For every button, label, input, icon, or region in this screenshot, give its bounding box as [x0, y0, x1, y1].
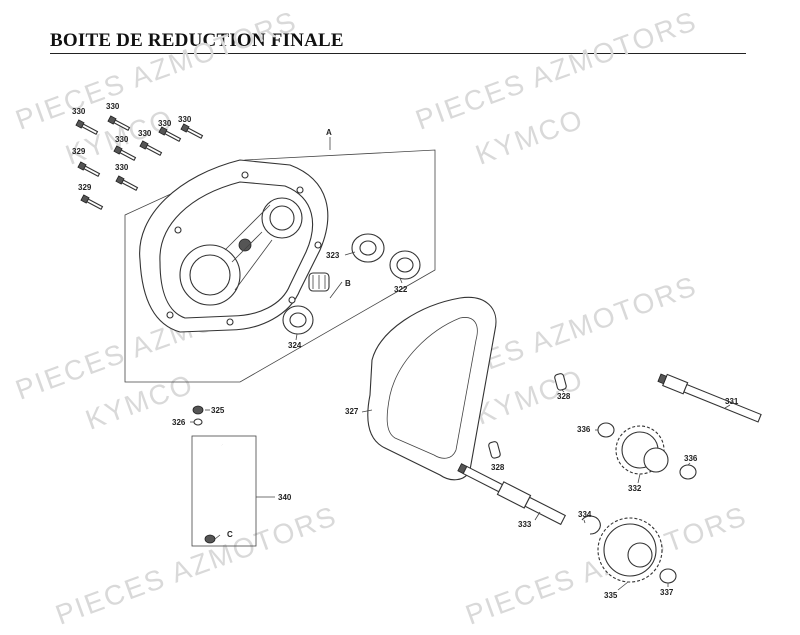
- bolt-329: [80, 194, 104, 210]
- breather-box: [191, 435, 257, 547]
- callout-b: B: [345, 279, 351, 288]
- callout-324: 324: [288, 341, 302, 350]
- bolt-330: [107, 115, 131, 131]
- callout-330: 330: [158, 119, 172, 128]
- callout-336: 336: [577, 425, 591, 434]
- callout-335: 335: [604, 591, 618, 600]
- title-rule: [50, 53, 746, 54]
- callout-330: 330: [72, 107, 86, 116]
- callout-331: 331: [725, 397, 739, 406]
- bolt-330: [115, 175, 139, 191]
- shaft-331: [657, 373, 762, 423]
- gearbox-cover: [139, 159, 329, 333]
- bolt-330: [113, 145, 137, 161]
- leader-lines: [190, 251, 731, 591]
- gasket-327: [367, 296, 497, 481]
- callout-340: 340: [278, 493, 292, 502]
- bearing-323: [351, 233, 385, 263]
- dowel-pin-328: [554, 373, 567, 391]
- washer-336: [597, 422, 615, 438]
- watermark-text: PIECES AZMOTORS: [51, 500, 341, 631]
- clip-c: [204, 534, 216, 544]
- callout-328: 328: [491, 463, 505, 472]
- bolt-group: [75, 115, 204, 210]
- bearing-324: [282, 305, 314, 335]
- callout-330: 330: [115, 135, 129, 144]
- callout-332: 332: [628, 484, 642, 493]
- plug-326: [193, 418, 203, 426]
- callout-333: 333: [518, 520, 532, 529]
- callout-329: 329: [78, 183, 92, 192]
- gear-332: [615, 425, 669, 475]
- bolt-330: [158, 126, 182, 142]
- circlip-334: [581, 515, 601, 535]
- gasket-inner-edge: [386, 317, 478, 459]
- gear-335: [597, 517, 663, 583]
- callout-326: 326: [172, 418, 186, 427]
- bolt-330: [180, 123, 204, 139]
- washer-337: [659, 568, 677, 584]
- callout-330: 330: [106, 102, 120, 111]
- bearing-322: [389, 250, 421, 280]
- callout-328: 328: [557, 392, 571, 401]
- callout-322: 322: [394, 285, 408, 294]
- bolt-330: [75, 119, 99, 135]
- dowel-pin-328: [488, 441, 501, 459]
- washer-336: [679, 464, 697, 480]
- callout-323: 323: [326, 251, 340, 260]
- clamp-325: [192, 405, 204, 415]
- callout-334: 334: [578, 510, 592, 519]
- watermark-text: KYMCO: [471, 103, 587, 171]
- callout-330: 330: [178, 115, 192, 124]
- callout-329: 329: [72, 147, 86, 156]
- callout-a: A: [326, 128, 332, 137]
- bolt-329: [77, 161, 101, 177]
- callout-c: C: [227, 530, 233, 539]
- callout-327: 327: [345, 407, 359, 416]
- callout-330: 330: [115, 163, 129, 172]
- bolt-330: [139, 140, 163, 156]
- callout-325: 325: [211, 406, 225, 415]
- breather-hose-inner: [204, 444, 231, 536]
- diagram-title: BOITE DE REDUCTION FINALE: [50, 30, 344, 51]
- callout-330: 330: [138, 129, 152, 138]
- callout-336: 336: [684, 454, 698, 463]
- shaft-333: [457, 463, 567, 526]
- needle-bearing-b: [308, 272, 330, 292]
- callout-337: 337: [660, 588, 674, 597]
